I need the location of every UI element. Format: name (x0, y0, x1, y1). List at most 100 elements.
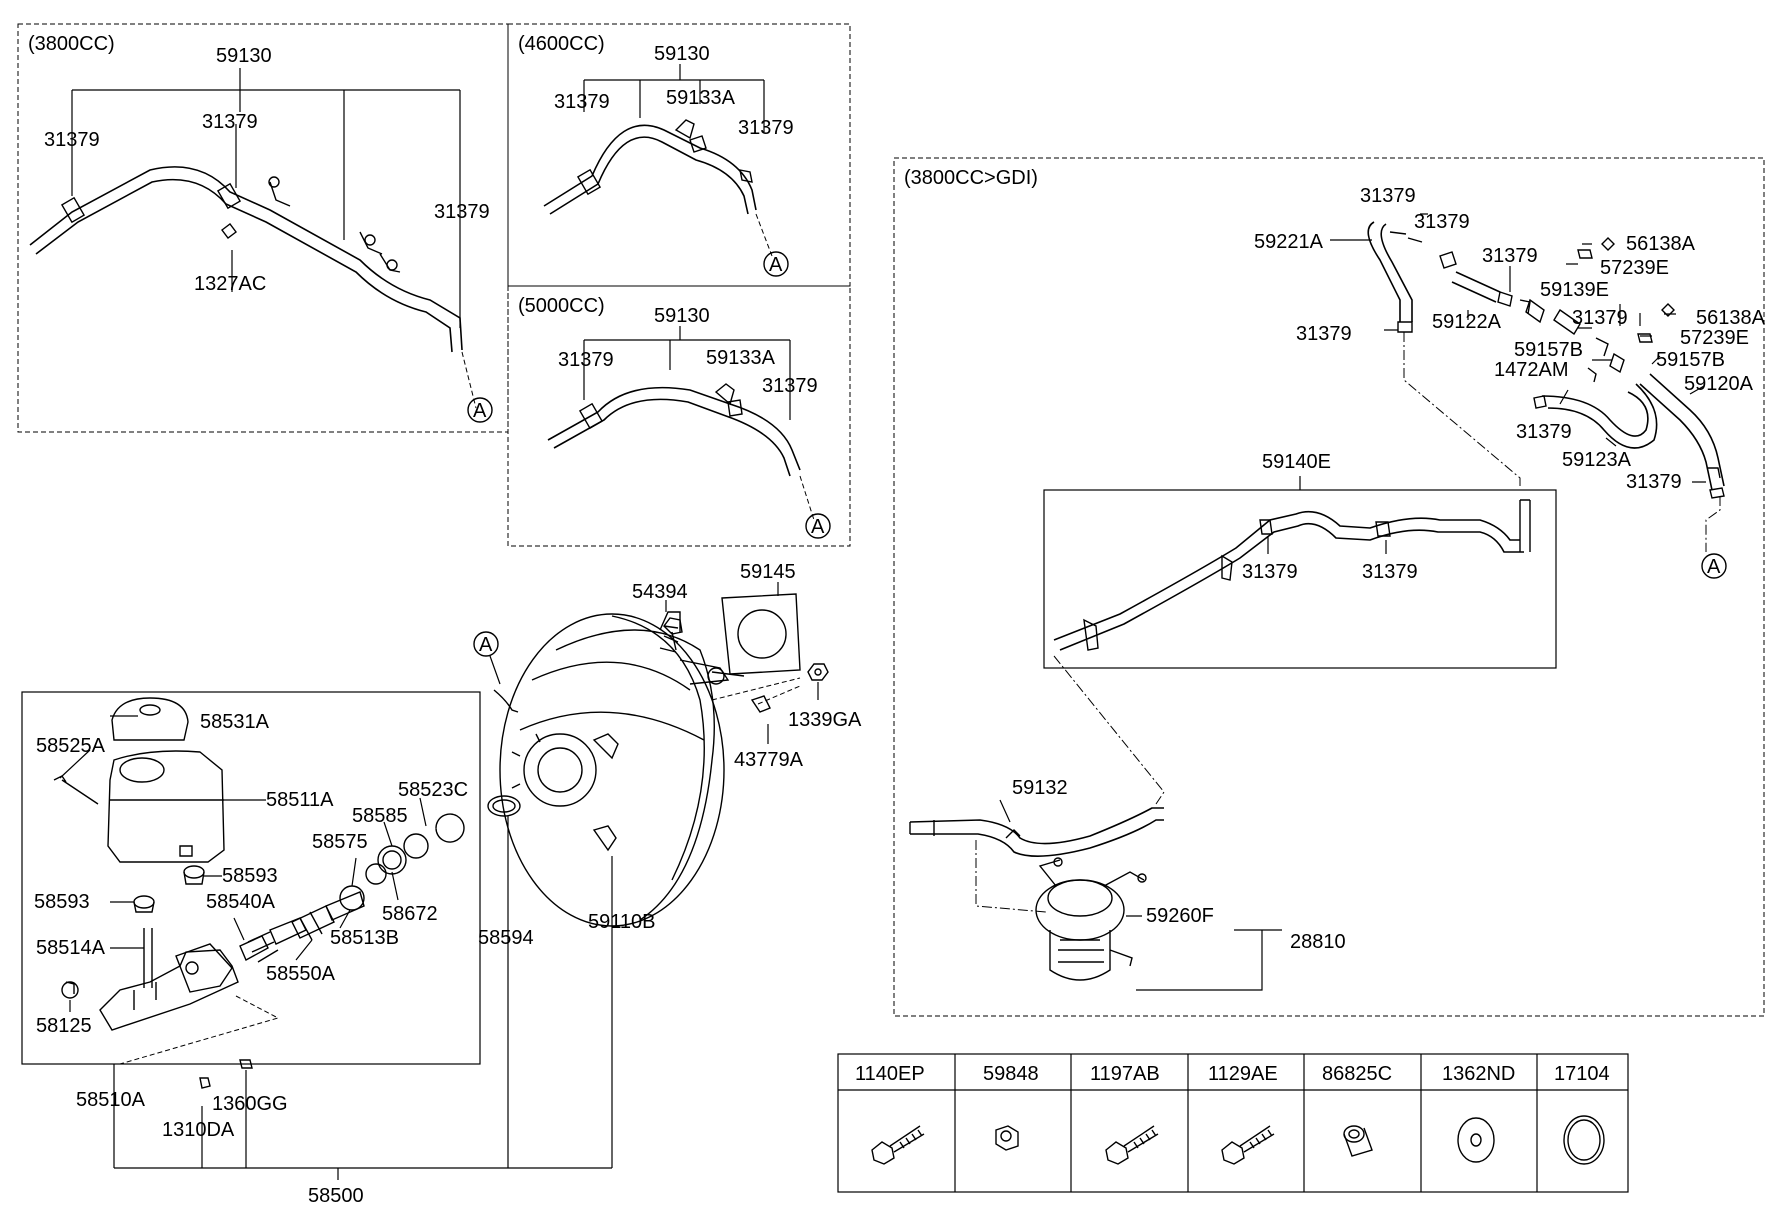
callout-label: 59132 (1012, 777, 1068, 799)
air-pump-assembly (1035, 857, 1147, 981)
callout-label: 31379 (1414, 211, 1470, 233)
table-header-cell: 1362ND (1442, 1063, 1515, 1085)
callout-label: 31379 (1360, 185, 1416, 207)
callout-label: 31379 (1626, 471, 1682, 493)
callout-label: 1327AC (194, 273, 266, 295)
panel-5000cc-title: (5000CC) (518, 295, 605, 317)
table-header-cell: 86825C (1322, 1063, 1392, 1085)
callout-label: 59260F (1146, 905, 1214, 927)
callout-label: 31379 (202, 111, 258, 133)
ref-a-label: A (479, 634, 493, 656)
panel-3800cc-border (17, 23, 509, 433)
ref-a-marker-4600 (763, 251, 789, 277)
callout-label: 59110B (588, 911, 655, 933)
callout-label: 58514A (36, 937, 106, 959)
callout-label: 58510A (76, 1089, 146, 1111)
callout-label: 31379 (1296, 323, 1352, 345)
callout-label: 31379 (1516, 421, 1572, 443)
brake-booster-assembly: A 54394 59145 1339GA (114, 561, 862, 1207)
callout-label: 58585 (352, 805, 408, 827)
callout-label: 58511A (266, 789, 334, 811)
callout-label: 59130 (654, 305, 710, 327)
callout-label: 54394 (632, 581, 688, 603)
ref-a-marker-booster (473, 631, 499, 657)
callout-label: 59140E (1262, 451, 1331, 473)
callout-label: 31379 (1572, 307, 1628, 329)
reservoir (107, 750, 225, 863)
panel-5000cc-border (507, 285, 851, 547)
washer-icon (1457, 1117, 1495, 1163)
callout-label: 28810 (1290, 931, 1346, 953)
panel-5000cc: (5000CC) A 59130 31379 59133A 31379 (507, 285, 851, 547)
panel-3800cc-gdi: (3800CC>GDI) A (893, 157, 1766, 1017)
callout-label: 58500 (308, 1185, 364, 1207)
callout-label: 58525A (36, 735, 106, 757)
ref-a-marker-3800 (467, 397, 493, 423)
ref-a-marker-gdi (1701, 553, 1727, 579)
callout-label: 31379 (558, 349, 614, 371)
panel-4600cc-border (507, 23, 851, 287)
panel-3800cc-title: (3800CC) (28, 33, 115, 55)
callout-label: 58672 (382, 903, 438, 925)
subassembly-59140e-box (1043, 489, 1557, 669)
callout-label: 1310DA (162, 1119, 235, 1141)
callout-label: 59133A (666, 87, 736, 109)
callout-label: 58550A (266, 963, 336, 985)
bushing-icon (1343, 1125, 1373, 1157)
callout-label: 1472AM (1494, 359, 1569, 381)
callout-label: 58513B (330, 927, 399, 949)
flange-bolt-icon (1105, 1125, 1159, 1165)
flange-bolt-icon (871, 1125, 925, 1165)
callout-label: 59123A (1562, 449, 1632, 471)
callout-label: 31379 (44, 129, 100, 151)
flange-bolt-icon (1221, 1125, 1275, 1165)
callout-label: 59122A (1432, 311, 1502, 333)
callout-label: 31379 (554, 91, 610, 113)
ref-a-label: A (811, 516, 825, 538)
callout-label: 58575 (312, 831, 368, 853)
callout-label: 58531A (200, 711, 270, 733)
table-header-cell: 1129AE (1208, 1063, 1278, 1085)
callout-label: 59221A (1254, 231, 1324, 253)
table-header-cell: 1140EP (855, 1063, 925, 1085)
callout-label: 1339GA (788, 709, 862, 731)
callout-label: 43779A (734, 749, 804, 771)
callout-label: 59130 (654, 43, 710, 65)
callout-label: 59130 (216, 45, 272, 67)
callout-label: 58540A (206, 891, 276, 913)
callout-label: 58593 (34, 891, 90, 913)
callout-label: 59133A (706, 347, 776, 369)
table-header-cell: 1197AB (1090, 1063, 1160, 1085)
callout-label: 59157B (1656, 349, 1725, 371)
panel-gdi-border (893, 157, 1765, 1017)
ref-a-label: A (769, 254, 783, 276)
panel-gdi-title: (3800CC>GDI) (904, 167, 1038, 189)
callout-label: 31379 (762, 375, 818, 397)
ref-a-label: A (1707, 556, 1721, 578)
nut-icon (995, 1125, 1019, 1151)
callout-label: 56138A (1696, 307, 1766, 329)
master-cylinder-assembly: 58531A 58525A 58511A 58523C 58585 58575 … (21, 691, 481, 1168)
reservoir-cap (111, 697, 189, 741)
callout-label: 58593 (222, 865, 278, 887)
callout-label: 31379 (738, 117, 794, 139)
callout-label: 31379 (1362, 561, 1418, 583)
common-parts-table: 1140EP 59848 1197AB 1129AE 86825C 1362ND… (837, 1053, 1629, 1193)
panel-4600cc: (4600CC) A 59130 31379 59133A 31379 (507, 23, 851, 287)
callout-label: 31379 (434, 201, 490, 223)
callout-label: 31379 (1242, 561, 1298, 583)
callout-label: 31379 (1482, 245, 1538, 267)
callout-label: 57239E (1680, 327, 1749, 349)
ref-a-marker-5000 (805, 513, 831, 539)
callout-label: 59157B (1514, 339, 1583, 361)
panel-4600cc-title: (4600CC) (518, 33, 605, 55)
callout-label: 58125 (36, 1015, 92, 1037)
table-header-cell: 59848 (983, 1063, 1039, 1085)
callout-label: 58594 (478, 927, 534, 949)
callout-label: 1360GG (212, 1093, 288, 1115)
panel-3800cc: (3800CC) A 59130 31379 31379 31379 1327A… (17, 23, 509, 433)
table-header-cell: 17104 (1554, 1063, 1610, 1085)
callout-label: 56138A (1626, 233, 1696, 255)
o-ring-icon (1563, 1115, 1605, 1165)
